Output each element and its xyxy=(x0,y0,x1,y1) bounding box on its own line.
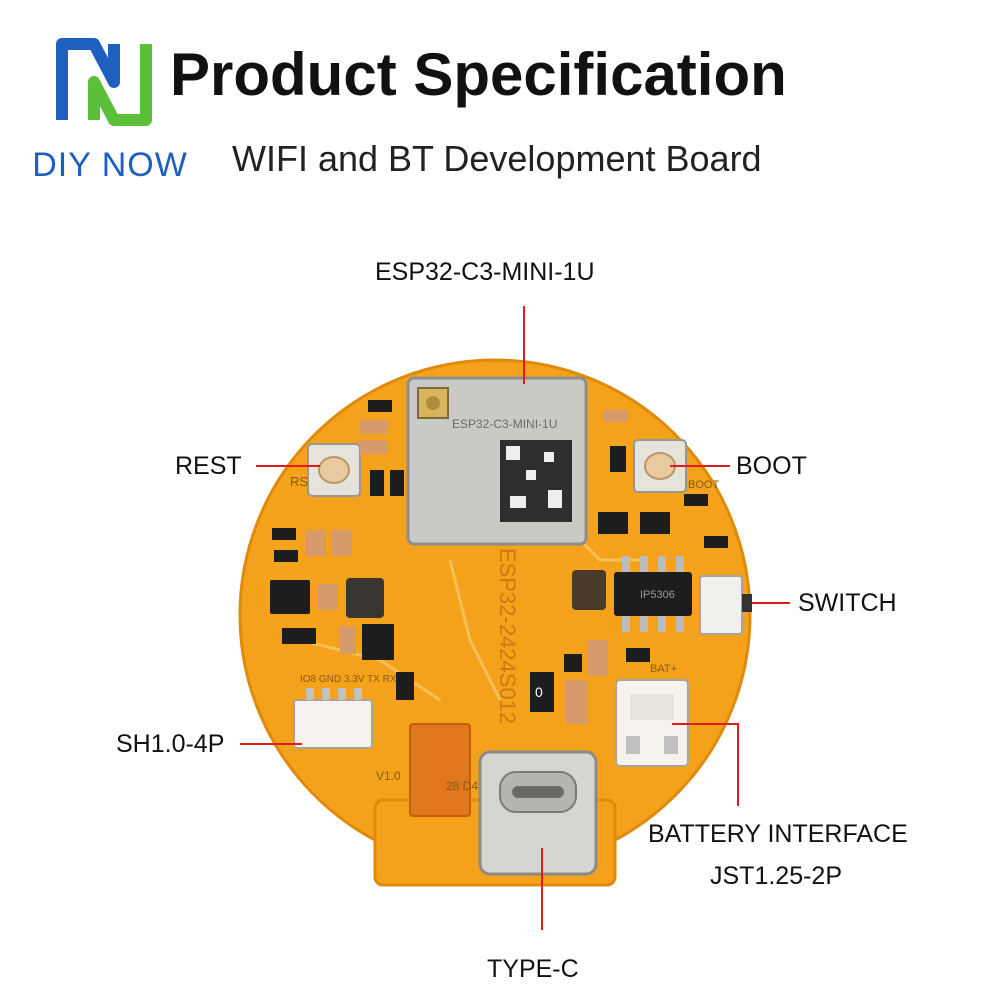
brand-name: DIY NOW xyxy=(32,146,188,184)
silk-batt: BAT+ xyxy=(650,663,677,675)
label-boot: BOOT xyxy=(736,452,807,480)
zero-ohm-resistor xyxy=(530,672,554,712)
silk-boot: BOOT xyxy=(688,479,719,491)
usb-typec-port: 28 D4 xyxy=(446,750,598,876)
label-typec: TYPE-C xyxy=(487,955,579,983)
module-marking: ESP32-C3-MINI-1U xyxy=(452,417,557,431)
diy-now-logo-icon xyxy=(56,38,152,126)
battery-connector: BAT+ xyxy=(615,663,689,767)
smd-components: 0 xyxy=(270,400,728,724)
resistor-marking: 0 xyxy=(535,684,543,700)
leader-lines xyxy=(240,306,790,930)
label-rest: REST xyxy=(175,452,242,480)
silk-board-id: ESP32-2424S012 xyxy=(495,548,520,724)
power-switch xyxy=(699,575,752,635)
page-subtitle: WIFI and BT Development Board xyxy=(232,138,762,179)
leader-battery xyxy=(672,723,739,806)
silk-version: V1.0 xyxy=(376,769,401,783)
silk-pins: IO8 GND 3.3V TX RX xyxy=(300,674,397,685)
silk-rs: RS xyxy=(290,474,308,489)
rest-button: RS xyxy=(290,443,361,497)
usb-marking: 28 D4 xyxy=(446,779,478,793)
boot-button: BOOT xyxy=(633,439,719,493)
power-chip: IP5306 xyxy=(614,556,692,632)
display-flex-pad xyxy=(409,723,471,817)
label-battery-line2: JST1.25-2P xyxy=(710,862,843,890)
esp32-module: ESP32-C3-MINI-1U xyxy=(406,376,588,546)
inductor xyxy=(572,570,606,610)
label-switch: SWITCH xyxy=(798,589,897,617)
inductor-2 xyxy=(346,578,384,618)
chip-marking: IP5306 xyxy=(640,589,675,601)
label-sh-connector: SH1.0-4P xyxy=(116,730,225,758)
label-module: ESP32-C3-MINI-1U xyxy=(375,258,595,286)
label-battery-line1: BATTERY INTERFACE xyxy=(648,820,908,848)
page-title: Product Specification xyxy=(170,41,787,108)
sh-connector: IO8 GND 3.3V TX RX V1.0 xyxy=(293,674,401,783)
